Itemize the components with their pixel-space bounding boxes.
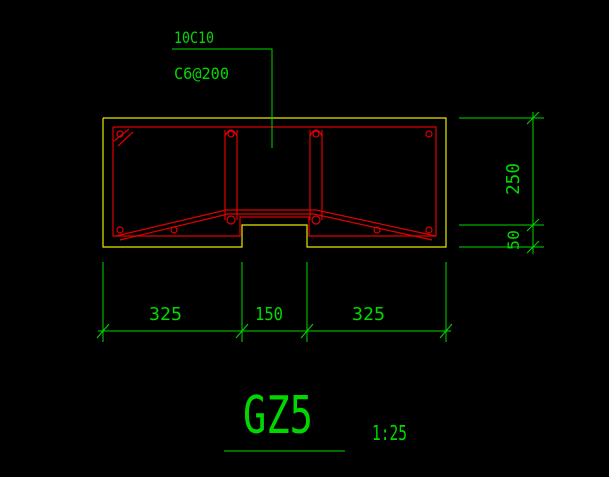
dim-height-main: 250 bbox=[503, 163, 524, 195]
dim-width-right: 325 bbox=[352, 304, 385, 325]
rebar-dot bbox=[373, 226, 381, 234]
rebar-dot bbox=[425, 226, 433, 234]
annotation-leader bbox=[172, 48, 273, 148]
stirrup-hook bbox=[117, 131, 134, 147]
stirrup-hook bbox=[224, 129, 238, 137]
dim-width-left: 325 bbox=[149, 304, 182, 325]
rebar-cage bbox=[112, 126, 437, 241]
diagonal-tie bbox=[115, 209, 437, 237]
rebar-dot bbox=[170, 226, 178, 234]
rebar-dot bbox=[312, 130, 320, 138]
rebar-dot bbox=[425, 130, 433, 138]
rebar-dot bbox=[311, 215, 321, 225]
drawing-scale: 1:25 bbox=[372, 421, 407, 445]
vertical-dimension bbox=[459, 111, 544, 254]
rebar-dot bbox=[116, 130, 124, 138]
stirrup-hook bbox=[309, 129, 323, 137]
bars-label: 10C10 bbox=[174, 28, 214, 47]
rebar-dot bbox=[227, 130, 235, 138]
stirrup-hook bbox=[113, 128, 130, 142]
rebar-dot bbox=[226, 215, 236, 225]
rebar-dot bbox=[116, 226, 124, 234]
drawing-title: GZ5 bbox=[243, 386, 313, 446]
horizontal-dimension bbox=[96, 262, 453, 342]
section-outline bbox=[102, 117, 447, 248]
dim-height-notch: 50 bbox=[504, 230, 523, 250]
outer-stirrup bbox=[112, 126, 437, 237]
stirrups-label: C6@200 bbox=[174, 64, 229, 83]
dim-width-mid: 150 bbox=[255, 304, 283, 325]
